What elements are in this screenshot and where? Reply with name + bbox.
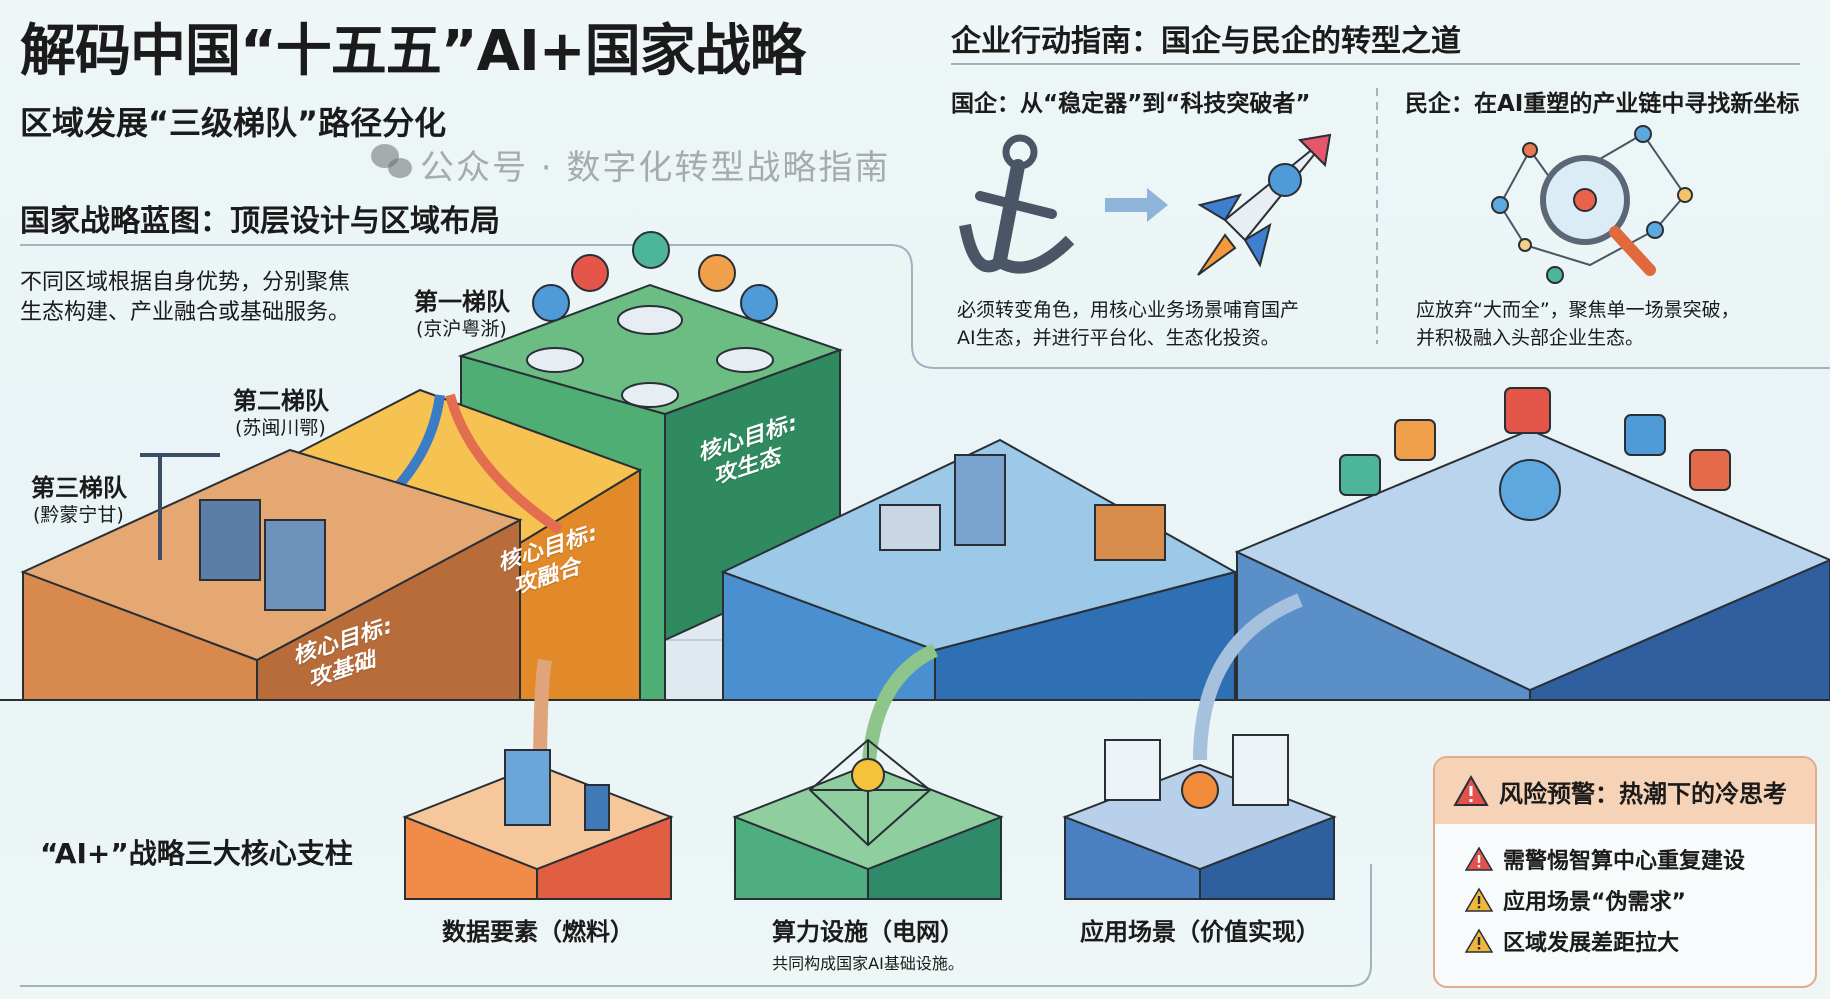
warning-high-icon (1465, 846, 1493, 871)
soe-title: 国企：从“稳定器”到“科技突破者” (951, 91, 1311, 117)
risk-item: 需警惕智算中心重复建设 (1465, 838, 1815, 879)
arrow-right-icon (1105, 188, 1168, 222)
application-block-1 (720, 438, 1238, 701)
warning-icon (1453, 775, 1489, 806)
compute-pillar-label: 算力设施（电网） (772, 918, 964, 946)
data-pillar-block (402, 749, 674, 900)
soe-text: 必须转变角色，用核心业务场景哺育国产 AI生态，并进行平台化、生态化投资。 (957, 296, 1299, 352)
rocket-icon (1197, 133, 1332, 276)
pillars-caption: 共同构成国家AI基础设施。 (772, 954, 964, 973)
application-pillar-label: 应用场景（价值实现） (1080, 918, 1320, 946)
blueprint-frame (20, 244, 1830, 369)
application-block-2 (1234, 387, 1830, 701)
private-title: 民企：在AI重塑的产业链中寻找新坐标 (1405, 91, 1800, 117)
tier3-block (20, 448, 523, 701)
tier1-regions: (京沪粤浙) (416, 318, 507, 340)
blueprint-description: 不同区域根据自身优势，分别聚焦 生态构建、产业融合或基础服务。 (20, 268, 350, 328)
application-pillar-block (1062, 734, 1337, 900)
soe-text-line: AI生态，并进行平台化、生态化投资。 (957, 327, 1280, 349)
risk-item-text: 需警惕智算中心重复建设 (1503, 848, 1746, 874)
pillars-heading: “AI+”战略三大核心支柱 (40, 837, 353, 870)
application-pipe (1193, 593, 1303, 761)
soe-text-line: 必须转变角色，用核心业务场景哺育国产 (957, 299, 1300, 321)
risk-item-text: 应用场景“伪需求” (1503, 889, 1686, 915)
blueprint-heading: 国家战略蓝图：顶层设计与区域布局 (20, 204, 500, 239)
enterprise-heading: 企业行动指南：国企与民企的转型之道 (951, 24, 1461, 59)
risk-title: 风险预警：热潮下的冷思考 (1499, 779, 1787, 808)
compute-pipe (861, 643, 939, 781)
data-pillar-label: 数据要素（燃料） (442, 918, 634, 946)
private-text-line: 应放弃“大而全”，聚焦单一场景突破， (1416, 299, 1740, 321)
risk-item-text: 区域发展差距拉大 (1503, 930, 1680, 956)
tier2-regions: (苏闽川鄂) (235, 417, 326, 439)
warning-medium-icon (1465, 887, 1493, 912)
warning-medium-icon (1465, 928, 1493, 953)
network-magnifier-icon (1491, 125, 1693, 284)
tier3-name: 第三梯队 (31, 474, 127, 502)
private-text: 应放弃“大而全”，聚焦单一场景突破， 并积极融入头部企业生态。 (1416, 296, 1740, 352)
risk-header: 风险预警：热潮下的冷思考 (1435, 758, 1815, 824)
risk-item: 区域发展差距拉大 (1465, 920, 1815, 961)
description-line: 不同区域根据自身优势，分别聚焦 (20, 270, 351, 295)
page-subtitle: 区域发展“三级梯队”路径分化 (20, 104, 447, 142)
tier1-name: 第一梯队 (414, 288, 510, 316)
anchor-icon (959, 134, 1075, 274)
private-text-line: 并积极融入头部企业生态。 (1416, 327, 1645, 349)
description-line: 生态构建、产业融合或基础服务。 (20, 300, 351, 325)
tier3-regions: (黔蒙宁甘) (33, 504, 124, 526)
tier2-name: 第二梯队 (233, 387, 329, 415)
compute-pillar-block (732, 738, 1004, 900)
risk-item: 应用场景“伪需求” (1465, 879, 1815, 920)
page-title: 解码中国“十五五”AI+国家战略 (20, 19, 806, 84)
ecosystem-icons (526, 231, 778, 408)
risk-warning-panel: 风险预警：热潮下的冷思考 需警惕智算中心重复建设 应用场景“伪需求” 区域发展差… (1433, 756, 1817, 988)
watermark: 公众号 · 数字化转型战略指南 (420, 148, 891, 188)
wechat-icon (371, 144, 412, 178)
pillars-frame (20, 864, 1372, 987)
